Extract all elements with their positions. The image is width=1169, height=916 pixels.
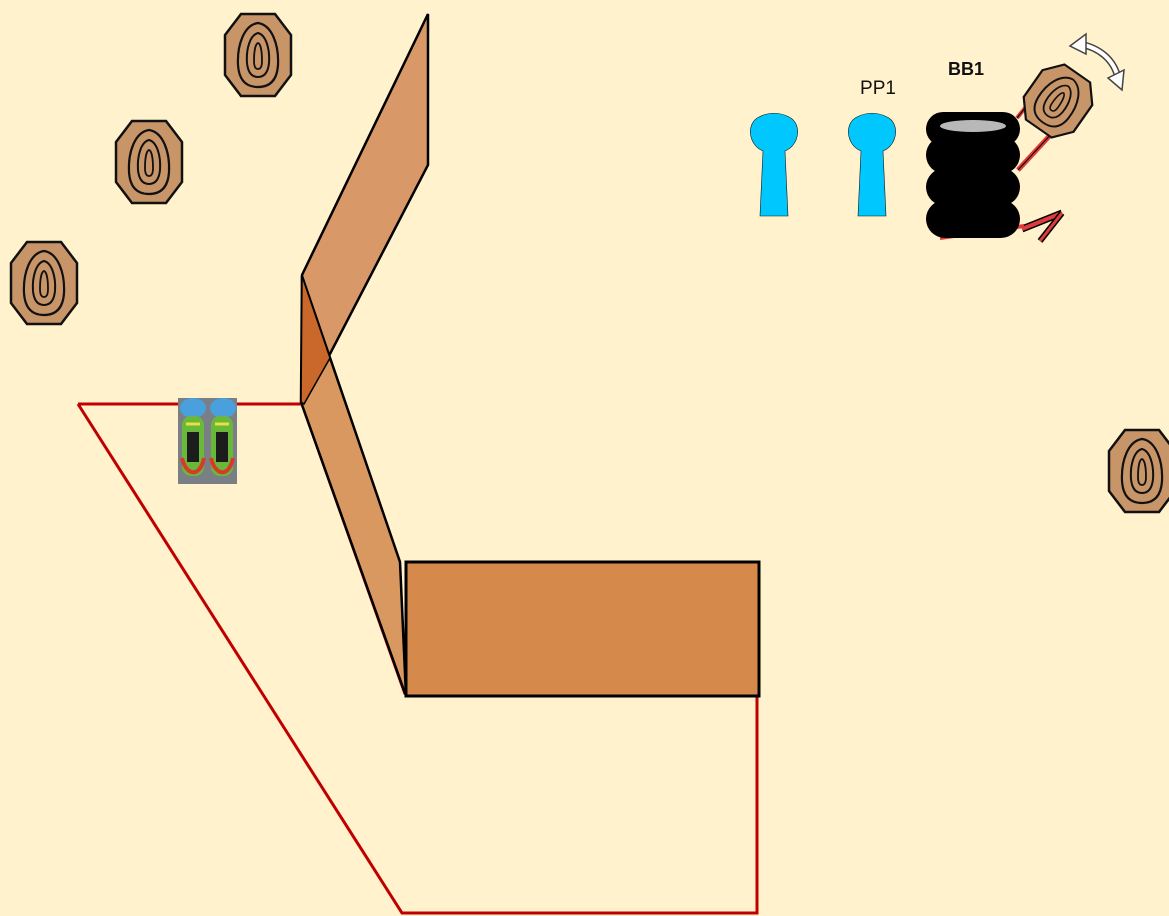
paper-target-icon <box>225 14 291 96</box>
paper-target-icon <box>1109 430 1169 512</box>
shoes-icon <box>178 398 237 484</box>
paper-target-icon <box>11 242 77 324</box>
paper-target-icon <box>116 121 182 203</box>
popper-label: PP1 <box>860 78 896 99</box>
popper-icon <box>848 113 895 216</box>
wall-block <box>406 562 759 696</box>
barrel-label: BB1 <box>948 59 984 79</box>
tire-stack-icon <box>926 112 1020 238</box>
swinging-target-icon <box>1014 56 1102 146</box>
popper-icon <box>750 113 797 216</box>
